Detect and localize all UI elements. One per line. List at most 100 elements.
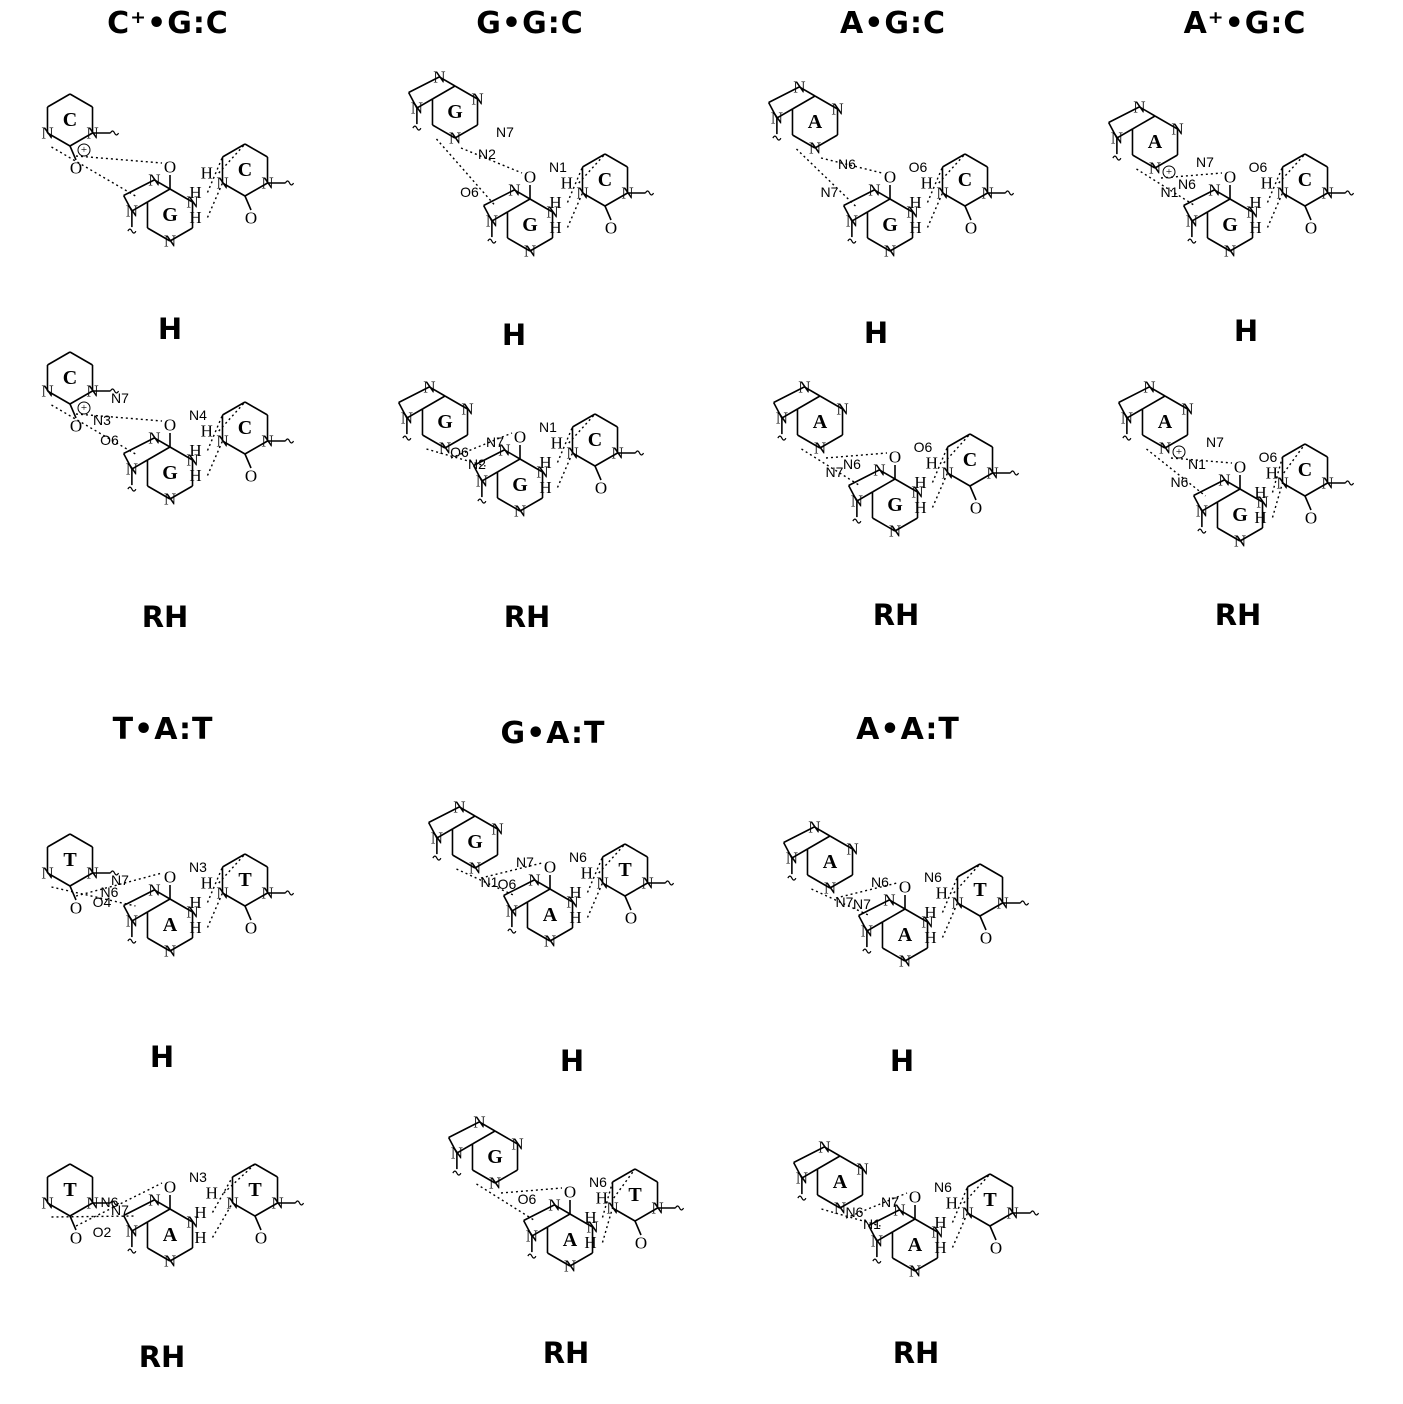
pyrimidine-ring <box>969 433 993 448</box>
atom-o: O <box>245 209 257 228</box>
atom-n: N <box>453 797 465 816</box>
pyrimidine-ring <box>604 192 628 207</box>
base-letter: C <box>1298 459 1312 481</box>
purine-six-ring <box>792 134 816 149</box>
base-letter: T <box>973 879 987 901</box>
purine-six-ring <box>169 1247 193 1262</box>
atom-n: N <box>814 439 826 458</box>
purine-six-ring <box>814 95 838 110</box>
atom-label: O6 <box>100 432 119 448</box>
atom-o: O <box>164 868 176 887</box>
mode-h-gat: H <box>559 1044 585 1078</box>
atom-h: H <box>569 908 581 927</box>
atom-n: N <box>469 859 481 878</box>
pyrimidine-ring <box>232 1163 256 1178</box>
hydrogen-bond <box>926 166 944 203</box>
purine-six-ring <box>452 854 476 869</box>
purine-five-ring <box>131 1221 148 1232</box>
carbonyl-bond <box>244 905 252 921</box>
purine-six-ring <box>819 395 843 410</box>
purine-six-ring <box>1217 488 1241 503</box>
sugar-squiggle <box>284 438 295 444</box>
base-letter: T <box>248 1179 262 1201</box>
purine-six-ring <box>914 1257 938 1272</box>
purine-five-ring <box>491 211 508 222</box>
sugar-squiggle <box>777 435 787 441</box>
hydrogen-bond <box>456 868 516 897</box>
mode-h-agc: H <box>863 316 889 350</box>
pyrimidine-ring <box>222 853 246 868</box>
atom-label: N7 <box>853 896 871 912</box>
pyrimidine-ring <box>1282 192 1306 207</box>
sugar-squiggle <box>664 880 675 886</box>
charge-circle <box>77 143 91 157</box>
sugar-squiggle <box>402 435 412 441</box>
pyrimidine-ring <box>47 132 71 147</box>
atom-n: N <box>548 1195 560 1214</box>
sugar-squiggle <box>284 890 295 896</box>
purine-five-ring <box>876 1231 893 1242</box>
purine-five-ring <box>407 92 418 109</box>
carbonyl-bond <box>69 1215 77 1231</box>
purine-six-ring <box>432 85 456 100</box>
atom-n: N <box>473 1112 485 1131</box>
hydrogen-bond <box>566 166 584 203</box>
purine-six-ring <box>474 854 498 869</box>
purine-five-ring <box>1138 106 1156 117</box>
atom-n: N <box>911 483 923 502</box>
purine-five-ring <box>502 895 513 912</box>
atom-n: N <box>449 129 461 148</box>
sugar-squiggle <box>487 238 497 244</box>
atom-o: O <box>524 168 536 187</box>
sugar-squiggle <box>634 450 645 456</box>
purine-six-ring <box>444 434 468 449</box>
pyrimidine-ring <box>989 1212 1013 1227</box>
atom-label: N1 <box>863 1216 881 1232</box>
carbonyl-bond <box>964 205 972 221</box>
pyrimidine-ring <box>1304 482 1328 497</box>
base-letter: A <box>563 1229 578 1251</box>
purine-five-ring <box>436 828 453 839</box>
purine-six-ring <box>444 395 468 410</box>
pyrimidine-ring <box>254 1163 278 1178</box>
sugar-squiggle <box>284 180 295 186</box>
purine-five-ring <box>131 459 148 470</box>
carbonyl-bond <box>69 885 77 901</box>
mode-rh-ggc: RH <box>503 600 551 634</box>
hydrogen-bond <box>951 1212 969 1248</box>
charge-plus: + <box>81 402 87 414</box>
hydrogen-bond <box>450 432 513 459</box>
purine-five-ring <box>856 491 873 502</box>
purine-five-ring <box>847 485 858 502</box>
atom-n: N <box>1256 493 1268 512</box>
base-letter: T <box>628 1184 642 1206</box>
purine-six-ring <box>894 517 918 532</box>
atom-o: O <box>70 159 82 178</box>
atom-n: N <box>1321 184 1333 203</box>
pyrimidine-ring <box>47 872 71 887</box>
sugar-squiggle <box>477 498 487 504</box>
atom-h: H <box>189 208 201 227</box>
purine-six-ring <box>1142 395 1166 410</box>
atom-n: N <box>834 1199 846 1218</box>
atom-label: N6 <box>934 1179 952 1195</box>
atom-o: O <box>909 1188 921 1207</box>
hydrogen-bond <box>821 1208 881 1227</box>
purine-six-ring <box>914 1218 938 1233</box>
hydrogen-bond <box>206 892 224 928</box>
sugar-squiggle <box>1344 190 1355 196</box>
atom-n: N <box>909 1262 921 1281</box>
atom-o: O <box>245 467 257 486</box>
pyrimidine-ring <box>1304 443 1328 458</box>
purine-six-ring <box>169 937 193 952</box>
atom-o: O <box>1224 168 1236 187</box>
atom-n: N <box>164 232 176 251</box>
base-letter: G <box>882 214 898 236</box>
purine-six-ring <box>147 1247 171 1262</box>
carbonyl-bond <box>634 1220 642 1236</box>
atom-n: N <box>961 1204 973 1223</box>
charge-plus: + <box>1176 446 1182 458</box>
purine-six-ring <box>472 1130 496 1145</box>
base-letter: A <box>908 1234 923 1256</box>
